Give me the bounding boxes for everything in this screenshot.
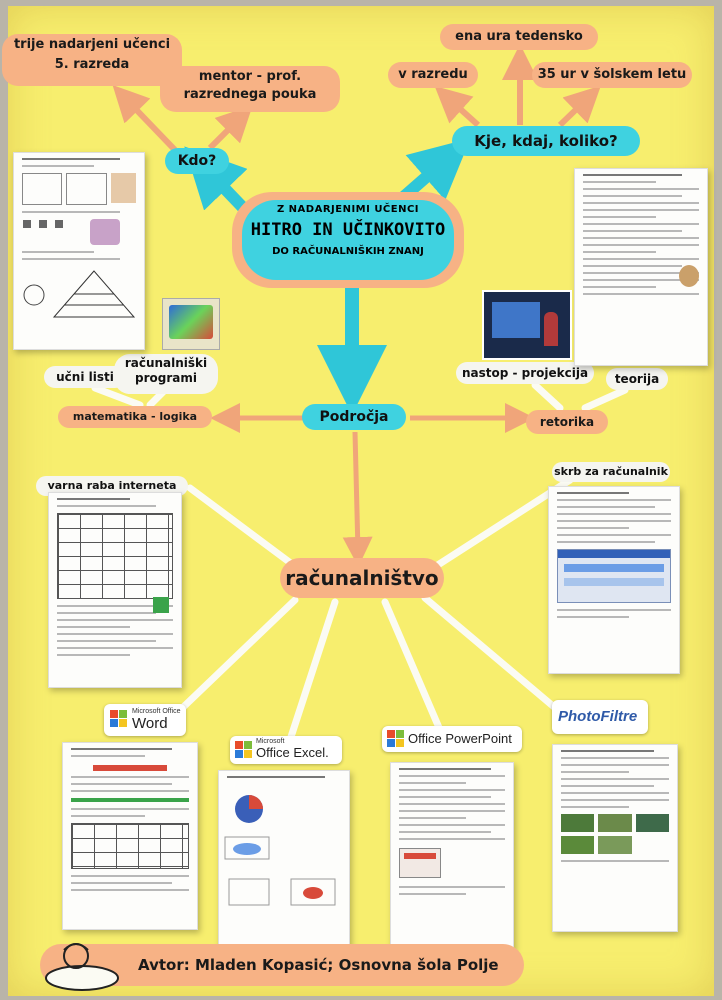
center-line-1: Z NADARJENIMI UČENCI <box>276 204 420 215</box>
powerpoint-logo-main: Office PowerPoint <box>408 731 512 746</box>
document-powerpoint <box>390 762 514 950</box>
computer-programs-line1: računalniški <box>124 356 208 370</box>
program-thumbnail <box>162 298 220 350</box>
podrocja-rhetoric: retorika <box>526 410 608 434</box>
safe-internet-use: varna raba interneta <box>36 476 188 496</box>
document-word <box>62 742 198 930</box>
word-logo: Microsoft Office Word <box>104 704 186 736</box>
excel-logo-main: Office Excel. <box>256 745 329 760</box>
excel-logo-top: Microsoft <box>256 738 285 745</box>
document-excel <box>218 770 350 948</box>
excel-logo: Microsoft Office Excel. <box>230 736 342 764</box>
document-photofiltre <box>552 744 678 932</box>
kje-item-classroom: v razredu <box>388 62 478 88</box>
word-logo-top: Microsoft Office <box>132 708 181 715</box>
podrocja-math-logic: matematika - logika <box>58 406 212 428</box>
document-safe-internet <box>48 492 182 688</box>
kdo-item2-line1: mentor - prof. <box>198 69 302 84</box>
pie-chart-icons <box>224 795 336 906</box>
author-footer <box>40 944 524 986</box>
author-text: Avtor: Mladen Kopasić; Osnovna šola Polj… <box>138 956 499 974</box>
podrocja-label: Področja <box>302 404 406 430</box>
pyramid-icon <box>23 270 136 318</box>
kje-item-weekly: ena ura tedensko <box>440 24 598 50</box>
worksheet-math <box>13 152 145 350</box>
document-right-top <box>574 168 708 366</box>
kje-label: Kje, kdaj, koliko? <box>452 126 640 156</box>
cartoon-small-icon <box>153 597 169 613</box>
kdo-item1-line2: 5. razreda <box>54 57 130 73</box>
podrocja-worksheets: učni listi <box>44 366 126 388</box>
podrocja-computer-programs: računalniški programi <box>114 354 218 394</box>
racunalnistvo-label: računalništvo <box>280 558 444 598</box>
computer-care: skrb za računalnik <box>552 462 670 482</box>
reader-icon <box>45 943 119 991</box>
center-line-3: DO RAČUNALNIŠKIH ZNANJ <box>272 245 424 257</box>
kdo-item-students: trije nadarjeni učenci 5. razreda <box>2 34 182 86</box>
word-logo-main: Word <box>132 715 168 732</box>
photofiltre-logo-main: PhotoFiltre <box>558 708 638 725</box>
center-title: Z NADARJENIMI UČENCI HITRO IN UČINKOVITO… <box>242 200 454 280</box>
kdo-label: Kdo? <box>165 148 229 174</box>
document-computer-care <box>548 486 680 674</box>
center-line-2: HITRO IN UČINKOVITO <box>250 220 446 240</box>
powerpoint-logo: Office PowerPoint <box>382 726 522 752</box>
podrocja-presentation: nastop - projekcija <box>456 362 594 384</box>
podrocja-theory: teorija <box>606 368 668 390</box>
computer-programs-line2: programi <box>135 371 197 386</box>
cartoon-icon <box>679 265 699 287</box>
kje-item-hours: 35 ur v šolskem letu <box>532 62 692 88</box>
photofiltre-logo: PhotoFiltre <box>552 700 648 734</box>
kdo-item2-line2: razrednega pouka <box>183 87 317 103</box>
presentation-photo <box>482 290 572 360</box>
kdo-item-mentor: mentor - prof. razrednega pouka <box>160 66 340 112</box>
kdo-item1-line1: trije nadarjeni učenci <box>13 37 171 52</box>
